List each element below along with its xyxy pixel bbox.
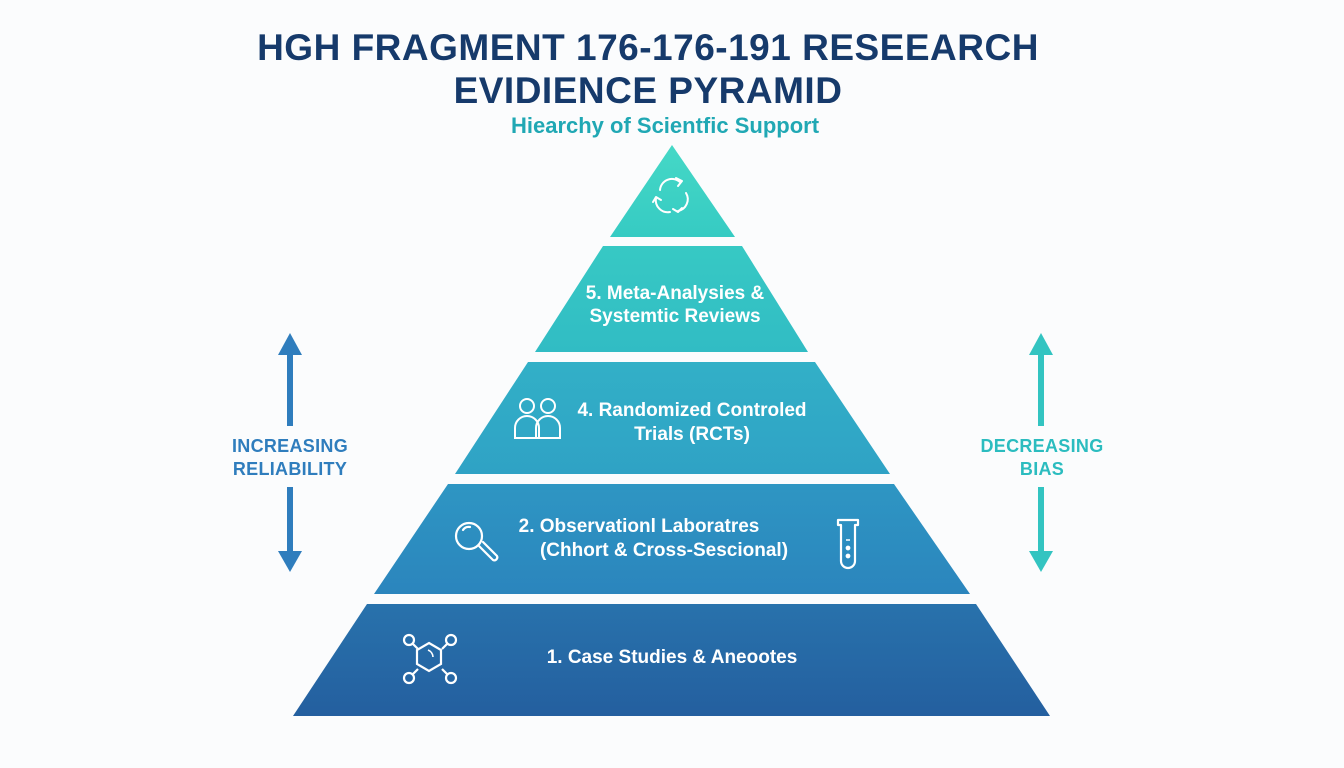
magnifier-icon (454, 521, 499, 562)
arrow-up-icon (1029, 333, 1053, 426)
pyramid-level-5-shape (535, 246, 808, 352)
level-1-label: 1. Case Studies & Aneootes (547, 647, 798, 668)
pyramid-level-1-shape (293, 604, 1050, 716)
decreasing-bias-label: DECREASING BIAS (962, 435, 1122, 481)
level-5-label-line-2: Systemtic Reviews (589, 306, 760, 327)
subtitle: Hiearchy of Scientfic Support (510, 113, 820, 138)
test-tube-icon (836, 518, 860, 570)
pyramid-level-top-shape (610, 145, 735, 237)
people-icon (514, 398, 561, 439)
title-line-1: HGH FRAGMENT 176-176-191 RESEEARCH (257, 27, 1039, 68)
level-2-label-line-2: (Chhort & Cross-Sescional) (540, 540, 788, 561)
pyramid-level-1: 1. Case Studies & Aneootes (293, 604, 1050, 716)
pyramid-level-4: 4. Randomized Controled Trials (RCTs) (455, 362, 890, 474)
level-5-label-line-1: 5. Meta-Analysies & (586, 283, 765, 304)
pyramid-level-top (610, 145, 735, 237)
level-4-label-line-2: Trials (RCTs) (634, 424, 750, 445)
cycle-arrows-icon (652, 177, 689, 214)
pyramid-level-2: 2. Observationl Laboratres (Chhort & Cro… (374, 484, 970, 594)
pyramid-level-2-shape (374, 484, 970, 594)
increasing-reliability-arrows (278, 333, 302, 572)
left-label-line-1: INCREASING (231, 436, 348, 456)
arrow-up-icon (278, 333, 302, 426)
title-line-2: EVIDIENCE PYRAMID (453, 70, 843, 111)
pyramid-level-5: 5. Meta-Analysies & Systemtic Reviews (535, 246, 808, 352)
decreasing-bias-arrows (1029, 333, 1053, 572)
pyramid-level-4-shape (455, 362, 890, 474)
increasing-reliability-label: INCREASING RELIABILITY (212, 435, 368, 481)
level-2-label-line-1: 2. Observationl Laboratres (519, 516, 760, 537)
left-label-line-2: RELIABILITY (232, 459, 348, 479)
right-label-line-1: DECREASING (980, 436, 1104, 456)
right-label-line-2: BIAS (1019, 459, 1065, 479)
arrow-down-icon (278, 487, 302, 572)
molecule-icon (402, 633, 458, 685)
arrow-down-icon (1029, 487, 1053, 572)
level-4-label-line-1: 4. Randomized Controled (577, 400, 806, 421)
